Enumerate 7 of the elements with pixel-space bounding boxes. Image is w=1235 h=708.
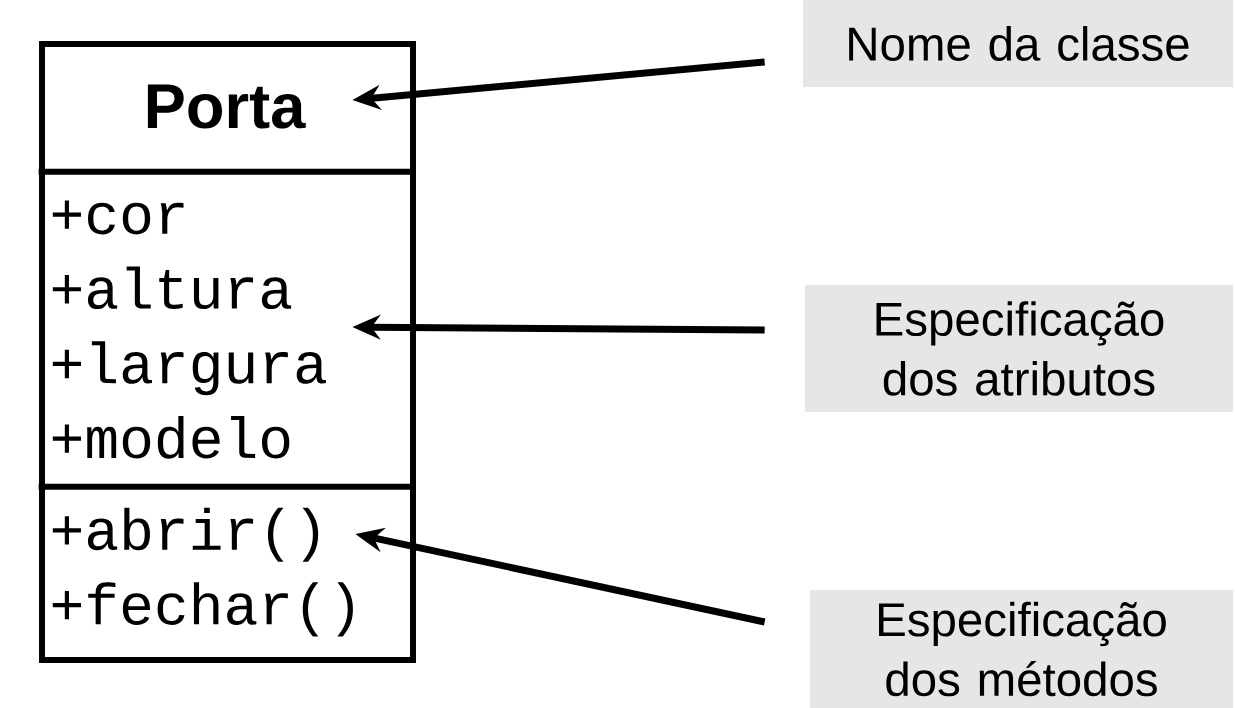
- member-compartment: +abrir() +fechar(): [52, 507, 353, 637]
- class-name-compartment: Porta: [147, 84, 306, 129]
- callout-box: Especificação dos métodos: [810, 590, 1233, 708]
- class-box: [39, 41, 416, 663]
- callout-box: Nome da classe: [803, 0, 1233, 87]
- member-compartment: +cor +altura +largura +modelo: [52, 200, 326, 459]
- callout-box: Especificação dos atributos: [805, 285, 1233, 412]
